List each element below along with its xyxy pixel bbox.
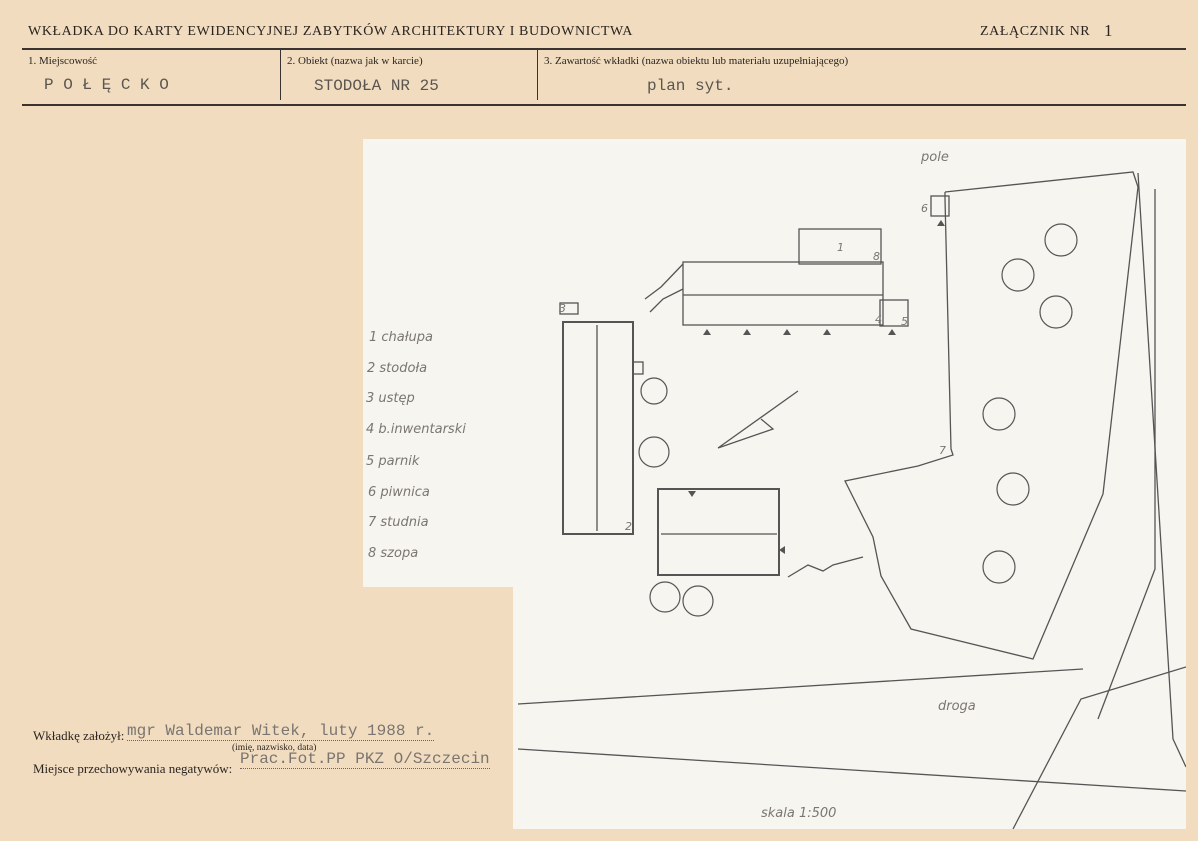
num-2: 2 <box>625 520 632 533</box>
label-droga: droga <box>938 699 976 714</box>
building-4-inwentarski <box>682 261 884 326</box>
legend-5: 5 parnik <box>366 454 420 469</box>
plot-boundary <box>844 171 1139 660</box>
field-divider-1 <box>280 50 281 100</box>
field-line <box>1097 189 1156 720</box>
annex-number: 1 <box>1104 21 1113 40</box>
building-1-chalupa <box>657 488 780 576</box>
legend-3: 3 ustęp <box>366 391 415 406</box>
fields-rule <box>22 104 1186 106</box>
label-scale: skala 1:500 <box>761 806 836 821</box>
north-arrow <box>717 390 799 449</box>
storage-label: Miejsce przechowywania negatywów: <box>33 761 233 776</box>
building-3-ustep <box>559 302 579 315</box>
field-value-object: STODOŁA NR 25 <box>314 77 439 95</box>
field-label-object: 2. Obiekt (nazwa jak w karcie) <box>287 55 423 67</box>
header-rule <box>22 48 1186 50</box>
legend-1: 1 chałupa <box>369 330 433 345</box>
building-8-szopa <box>798 228 882 265</box>
road <box>517 666 1186 829</box>
num-5: 5 <box>901 315 908 328</box>
legend-4: 4 b.inwentarski <box>366 422 466 437</box>
num-3: 3 <box>559 302 566 315</box>
author-label: Wkładkę założył: <box>33 728 125 743</box>
storage-value: Prac.Fot.PP PKZ O/Szczecin <box>240 750 490 769</box>
field-label-contents: 3. Zawartość wkładki (nazwa obiektu lub … <box>544 55 849 67</box>
fence <box>787 556 864 578</box>
building-2-stodola <box>562 321 634 535</box>
building-5-parnik <box>879 299 909 327</box>
card-title: WKŁADKA DO KARTY EWIDENCYJNEJ ZABYTKÓW A… <box>28 24 633 39</box>
legend-2: 2 stodoła <box>367 361 427 376</box>
author-hint: (imię, nazwisko, data) <box>232 743 317 753</box>
legend-6: 6 piwnica <box>368 485 430 500</box>
site-plan-drawing: pole droga skala 1:500 1 chałupa 2 stodo… <box>366 150 1186 829</box>
legend-8: 8 szopa <box>368 546 418 561</box>
annex-label: ZAŁĄCZNIK NR <box>980 24 1091 39</box>
author-value: mgr Waldemar Witek, luty 1988 r. <box>127 722 435 741</box>
field-value-locality: P O Ł Ę C K O <box>44 76 169 94</box>
building-6-piwnica <box>930 195 950 217</box>
field-divider-2 <box>537 50 538 100</box>
label-pole: pole <box>920 150 949 165</box>
site-plan: pole droga skala 1:500 1 chałupa 2 stodo… <box>363 139 1186 829</box>
entrances <box>688 220 945 554</box>
num-6: 6 <box>921 202 928 215</box>
num-4: 4 <box>875 313 882 326</box>
num-8: 8 <box>873 250 880 263</box>
field-label-locality: 1. Miejscowość <box>28 55 98 67</box>
field-value-contents: plan syt. <box>647 77 734 95</box>
num-7: 7 <box>939 444 946 457</box>
legend-7: 7 studnia <box>368 515 429 530</box>
num-1: 1 <box>837 241 844 254</box>
trees <box>638 223 1078 617</box>
